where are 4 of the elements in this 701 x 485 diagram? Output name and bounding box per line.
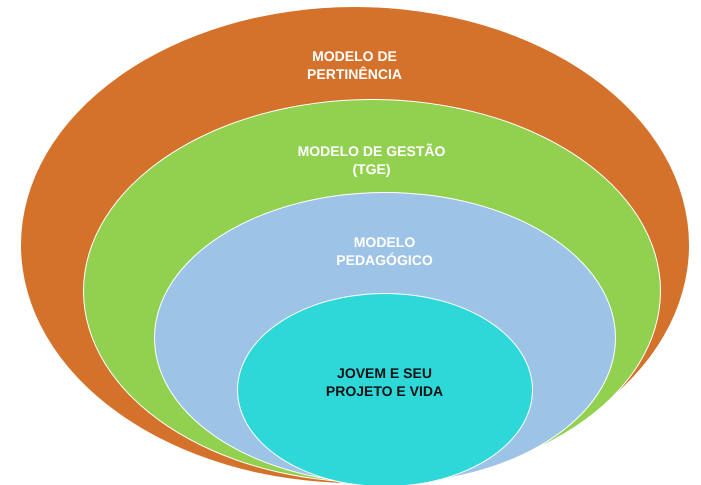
- ellipse-label: MODELO DE PERTINÊNCIA: [306, 47, 403, 83]
- ellipse-label: MODELO DE GESTÃO (TGE): [296, 142, 446, 178]
- ellipse-label: MODELO PEDAGÓGICO: [335, 233, 434, 269]
- ellipse-label: JOVEM E SEU PROJETO E VIDA: [324, 364, 444, 400]
